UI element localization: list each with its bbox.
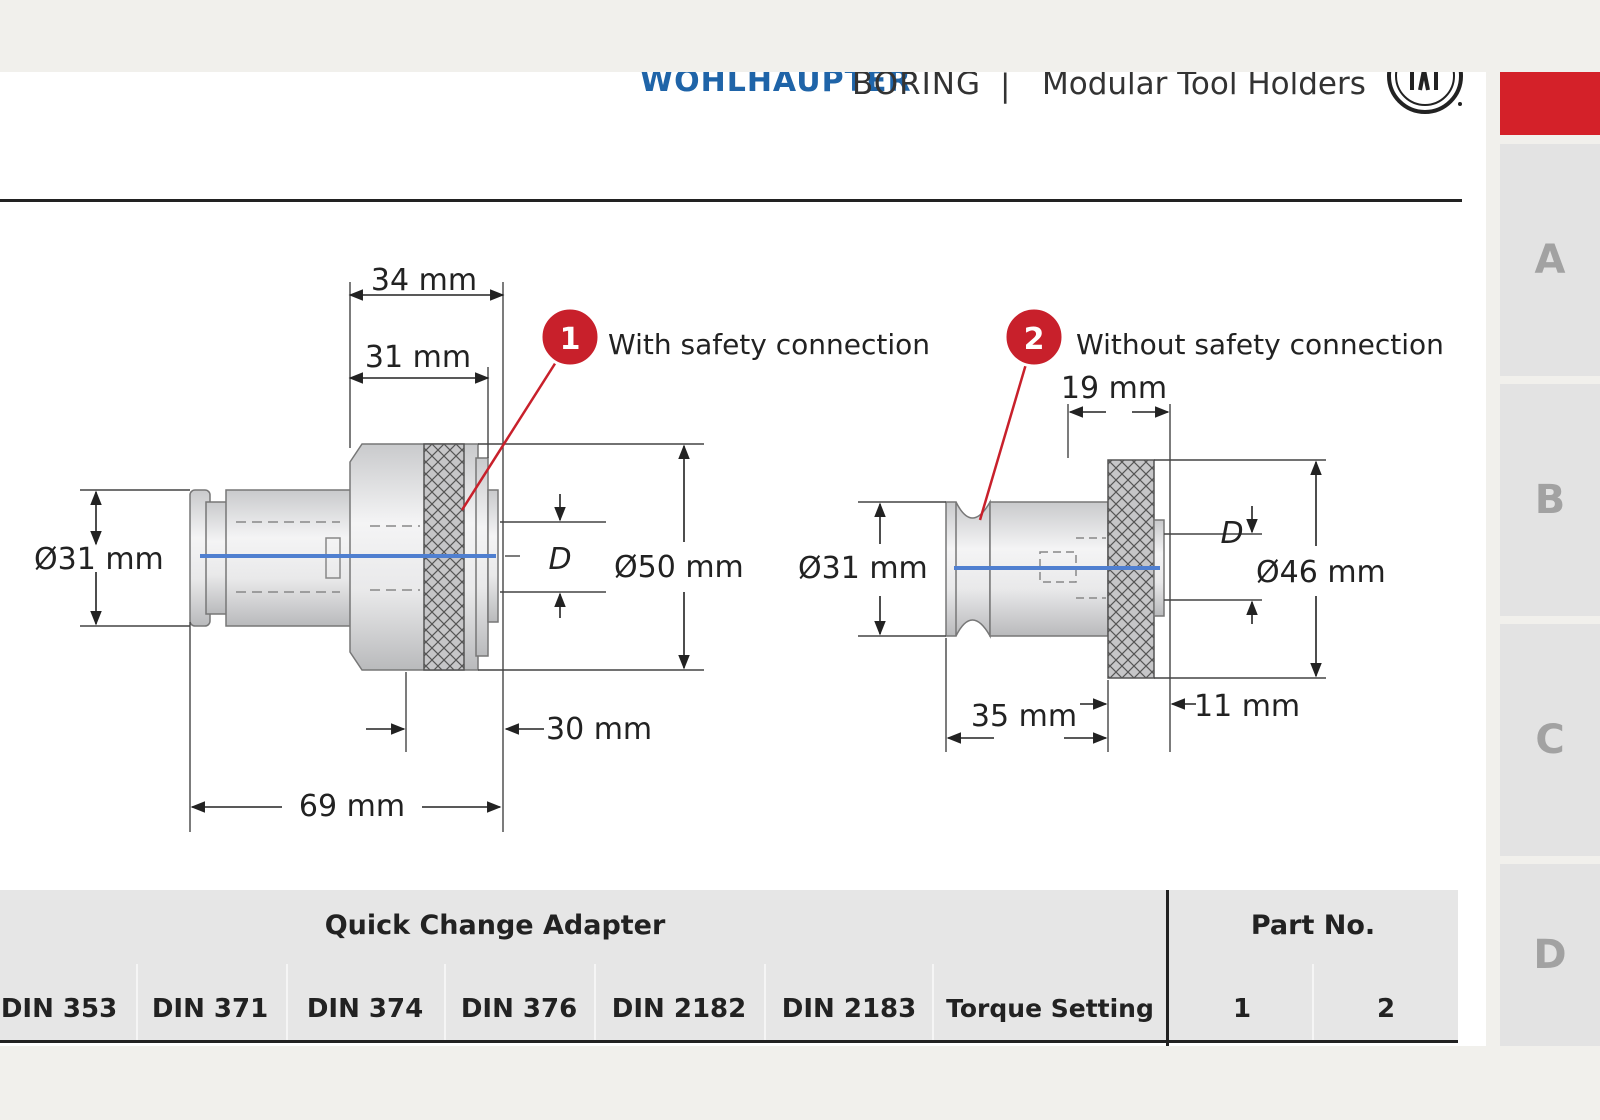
dim-1-symbol: D xyxy=(548,542,571,577)
dim-2-shank-diameter: Ø31 mm xyxy=(798,551,928,586)
adapter-2-dimension-arrows xyxy=(874,406,1322,744)
column-header-din2183: DIN 2183 xyxy=(781,994,917,1024)
callout-badge-1 xyxy=(539,306,601,368)
table-divider-bar xyxy=(1166,890,1169,1046)
side-tab-b[interactable]: B xyxy=(1500,384,1600,616)
table-part-title: Part No. xyxy=(1250,910,1376,941)
callout-badge-2-label: 2 xyxy=(1024,322,1045,357)
side-tab-a[interactable]: A xyxy=(1500,144,1600,376)
column-header-din2182: DIN 2182 xyxy=(611,994,747,1024)
document-page: WOHLHAUPTER BORING | Modular Tool Holder… xyxy=(0,72,1486,1046)
dim-2-length: 35 mm xyxy=(971,699,1077,734)
column-header-din376: DIN 376 xyxy=(460,994,578,1024)
dim-1-shank-diameter: Ø31 mm xyxy=(34,542,164,577)
dim-2-top: 19 mm xyxy=(1061,371,1167,406)
dim-1-top-inner: 31 mm xyxy=(365,340,471,375)
dim-2-head-diameter: Ø46 mm xyxy=(1256,555,1386,590)
dim-1-head-diameter: Ø50 mm xyxy=(614,550,744,585)
adapter-2-drawing xyxy=(945,459,1165,679)
column-header-torque-setting: Torque Setting xyxy=(946,994,1154,1023)
dim-2-symbol: D xyxy=(1220,516,1243,551)
header-rule xyxy=(0,199,1462,202)
callout-1-caption: With safety connection xyxy=(608,328,930,361)
column-divider xyxy=(764,964,766,1040)
adapter-1-extension-lines xyxy=(80,282,704,832)
brand-logo-text: WOHLHAUPTER xyxy=(640,72,912,99)
column-divider xyxy=(594,964,596,1040)
callout-badge-1-label: 1 xyxy=(560,322,581,357)
adapter-1-drawing xyxy=(189,443,499,671)
side-tab-d[interactable]: D xyxy=(1500,864,1600,1046)
column-divider xyxy=(444,964,446,1040)
dim-1-top-outer: 34 mm xyxy=(371,263,477,298)
column-divider xyxy=(286,964,288,1040)
dim-2-width: 11 mm xyxy=(1194,689,1300,724)
column-divider xyxy=(1312,964,1314,1040)
table-title: Quick Change Adapter xyxy=(324,910,666,941)
column-header-din353: DIN 353 xyxy=(0,994,118,1024)
column-header-din374: DIN 374 xyxy=(306,994,424,1024)
dim-1-total-length: 69 mm xyxy=(299,789,405,824)
column-divider xyxy=(136,964,138,1040)
product-title: Modular Tool Holders xyxy=(1042,72,1366,102)
adapter-diagrams: 1 With safety connection 34 mm 31 mm Ø31… xyxy=(34,263,1444,832)
column-header-part-2: 2 xyxy=(1376,994,1396,1024)
header-separator: | xyxy=(1000,72,1011,104)
dim-1-offset: 30 mm xyxy=(546,712,652,747)
side-tab-a-label: A xyxy=(1534,237,1566,283)
side-tab-c-label: C xyxy=(1535,717,1565,763)
adapter-2-extension-lines xyxy=(858,404,1326,752)
column-divider xyxy=(932,964,934,1040)
side-tab-active-marker xyxy=(1500,72,1600,135)
table-bottom-rule xyxy=(0,1040,1458,1043)
column-header-din371: DIN 371 xyxy=(151,994,269,1024)
column-header-part-1: 1 xyxy=(1232,994,1252,1024)
side-tab-d-label: D xyxy=(1533,932,1567,978)
certification-seal-icon xyxy=(1387,72,1463,114)
side-tab-b-label: B xyxy=(1534,477,1566,523)
callout-2-caption: Without safety connection xyxy=(1076,328,1444,361)
section-title: BORING xyxy=(852,72,982,102)
callout-badge-2 xyxy=(1003,306,1065,368)
side-tab-c[interactable]: C xyxy=(1500,624,1600,856)
adapter-1-dimension-arrows xyxy=(90,289,690,813)
table-header-band xyxy=(0,890,1458,1042)
